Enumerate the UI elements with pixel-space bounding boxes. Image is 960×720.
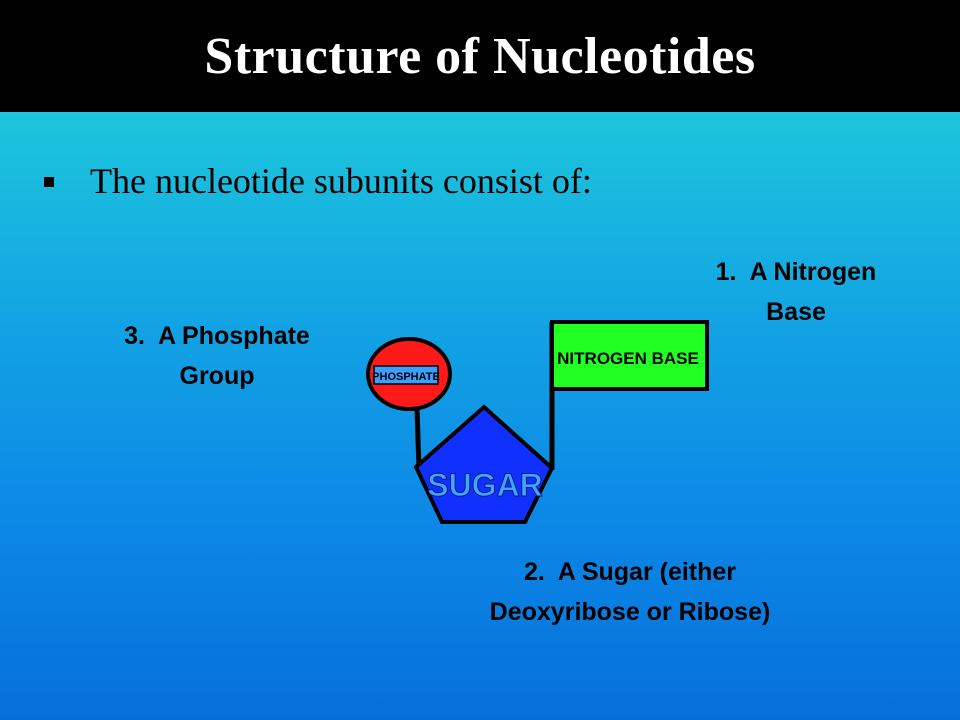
sugar-text: SUGAR: [427, 467, 543, 503]
bullet-text: The nucleotide subunits consist of:: [90, 161, 592, 201]
title-bar: Structure of Nucleotides: [0, 0, 960, 112]
sugar-label-line2: Deoxyribose or Ribose): [489, 598, 771, 626]
phosphate-label-box: [373, 365, 439, 385]
nitrogen-base-label: 1. A Nitrogen Base: [686, 252, 906, 332]
phosphate-sugar-connector: [414, 407, 422, 471]
nitrogen-base-text: NITROGEN BASE: [557, 349, 699, 368]
bullet-item: The nucleotide subunits consist of:: [44, 160, 592, 202]
nitrogen-base-rect: [550, 320, 709, 391]
square-bullet-icon: [44, 177, 54, 187]
nitrogen-base-group: NITROGEN BASE: [550, 320, 709, 391]
phosphate-label-line1: 3. A Phosphate: [124, 322, 310, 350]
nitrogen-base-label-line2: Base: [766, 298, 826, 326]
phosphate-label-line2: Group: [179, 362, 255, 390]
sugar-pentagon: [413, 404, 555, 524]
sugar-label-line1: 2. A Sugar (either: [523, 558, 737, 586]
phosphate-group: PHOSPHATE: [366, 337, 452, 411]
slide-title: Structure of Nucleotides: [204, 27, 756, 85]
phosphate-text: PHOSPHATE: [372, 371, 440, 383]
phosphate-label: 3. A Phosphate Group: [92, 316, 342, 396]
nitrogen-base-label-line1: 1. A Nitrogen: [715, 258, 877, 286]
sugar-label: 2. A Sugar (either Deoxyribose or Ribose…: [440, 552, 820, 632]
sugar-group: SUGAR: [413, 404, 555, 524]
